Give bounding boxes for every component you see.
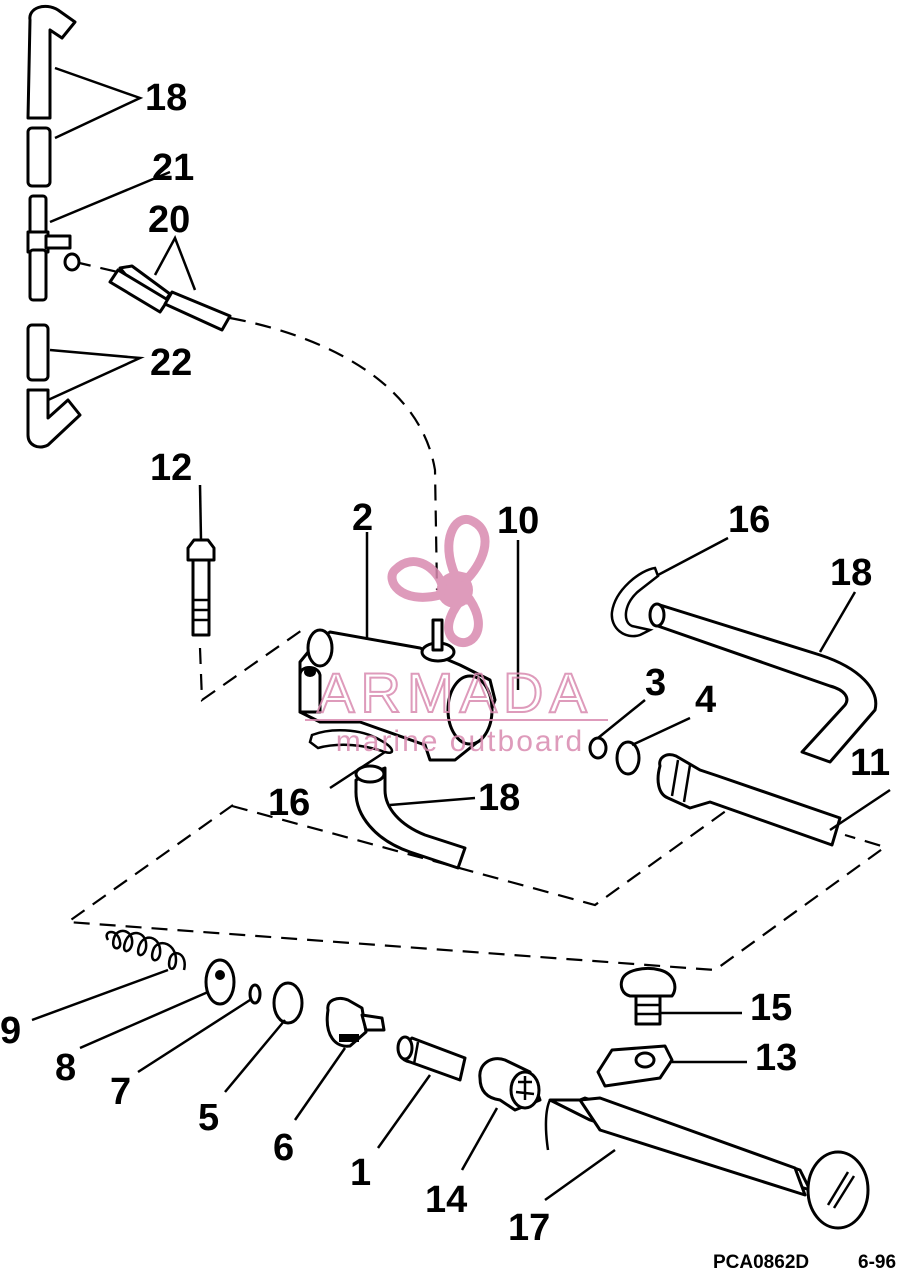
part-7-oring <box>248 983 262 1005</box>
part-21-tee <box>26 194 81 302</box>
part-22-hose <box>26 323 82 449</box>
part-20-hoses <box>108 264 232 332</box>
callout-12: 12 <box>150 447 192 489</box>
callout-17: 17 <box>508 1207 550 1249</box>
callout-18-right: 18 <box>830 552 872 594</box>
part-11-shaft <box>656 753 842 847</box>
callout-2: 2 <box>352 497 373 539</box>
callout-10: 10 <box>497 500 539 542</box>
leader-lines <box>31 66 891 1202</box>
callout-3: 3 <box>645 662 666 704</box>
callout-20: 20 <box>148 199 190 241</box>
figure-code-label: PCA0862D <box>713 1252 809 1271</box>
callout-14: 14 <box>425 1179 467 1221</box>
callout-19: 18 <box>145 77 187 119</box>
watermark-brand: ARMADA <box>317 661 593 724</box>
callout-8: 8 <box>55 1047 76 1089</box>
part-15-screw <box>619 966 677 1026</box>
callout-11: 11 <box>850 742 890 784</box>
callout-21: 21 <box>152 147 194 189</box>
callout-16-lower: 16 <box>268 782 310 824</box>
callout-labels: 18 21 20 22 12 2 10 16 18 3 4 11 16 18 9… <box>0 77 890 1249</box>
part-3-oring <box>588 736 608 760</box>
revision-label: 6-96 <box>858 1252 896 1271</box>
callout-4: 4 <box>695 679 716 721</box>
part-9-spring <box>105 929 186 971</box>
figure-code: PCA0862D 6-96 <box>713 1252 896 1271</box>
callout-7: 7 <box>110 1071 131 1113</box>
dashed-connections <box>64 260 888 972</box>
callout-22: 22 <box>150 342 192 384</box>
part-2-housing <box>298 618 497 762</box>
callout-13: 13 <box>755 1037 797 1079</box>
part-8-washer <box>204 958 236 1006</box>
part-14-cap <box>478 1057 542 1112</box>
propeller-logo-icon <box>387 514 490 648</box>
part-19-hose <box>26 4 77 188</box>
part-13-bracket <box>596 1044 674 1088</box>
part-12-bolt <box>186 538 216 637</box>
watermark: ARMADA marine outboard <box>305 514 608 758</box>
part-16-clip-lower <box>308 729 394 754</box>
callout-1: 1 <box>350 1152 371 1194</box>
part-1-piston <box>396 1035 467 1082</box>
callout-6: 6 <box>273 1127 294 1169</box>
part-6-cam <box>325 996 386 1048</box>
part-18-hose-right <box>648 602 878 764</box>
callout-9: 9 <box>0 1010 21 1052</box>
watermark-tagline: marine outboard <box>336 725 584 758</box>
callout-16-upper: 16 <box>728 499 770 541</box>
callout-15: 15 <box>750 987 792 1029</box>
callout-5: 5 <box>198 1097 219 1139</box>
part-5-oring <box>272 981 304 1025</box>
callout-18-lower: 18 <box>478 777 520 819</box>
part-18-hose-lower <box>354 764 467 870</box>
part-4-oring <box>615 740 641 776</box>
part-16-clip-upper <box>610 566 660 638</box>
part-17-lever <box>544 1096 870 1230</box>
